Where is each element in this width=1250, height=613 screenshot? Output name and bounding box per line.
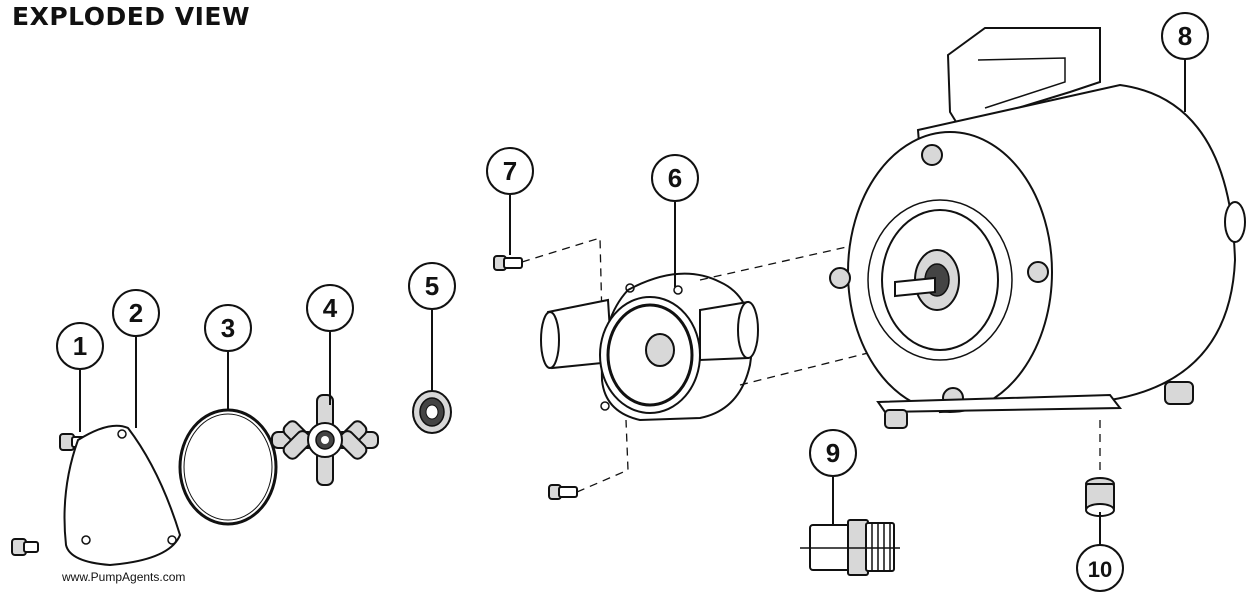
- part-3-o-ring: [178, 408, 278, 526]
- callout-3: 3: [204, 304, 252, 352]
- callout-8: 8: [1161, 12, 1209, 60]
- part-6-pump-housing: [540, 272, 759, 422]
- svg-text:3: 3: [221, 313, 235, 343]
- callout-7: 7: [486, 147, 534, 195]
- part-9-fitting: [800, 519, 900, 576]
- part-10-rubber-foot: [1085, 477, 1115, 517]
- callout-5: 5: [408, 262, 456, 310]
- part-7-screws: [493, 237, 629, 500]
- part-4-impeller: [271, 394, 379, 486]
- svg-text:6: 6: [668, 163, 682, 193]
- svg-text:7: 7: [503, 156, 517, 186]
- page-title: EXPLODED VIEW: [12, 2, 251, 31]
- callout-6: 6: [651, 154, 699, 202]
- callout-leaders: [79, 60, 1186, 545]
- part-5-seal: [412, 390, 452, 434]
- part-8-motor: [829, 27, 1246, 429]
- callout-2: 2: [112, 289, 160, 337]
- callout-10: 10: [1076, 544, 1124, 592]
- svg-text:8: 8: [1178, 21, 1192, 51]
- svg-text:5: 5: [425, 271, 439, 301]
- svg-text:4: 4: [323, 293, 338, 323]
- svg-text:2: 2: [129, 298, 143, 328]
- svg-text:9: 9: [826, 438, 840, 468]
- part-2-cover-plate: [63, 424, 182, 567]
- svg-text:10: 10: [1088, 557, 1112, 582]
- callout-1: 1: [56, 322, 104, 370]
- svg-text:1: 1: [73, 331, 87, 361]
- callout-9: 9: [809, 429, 857, 477]
- callout-4: 4: [306, 284, 354, 332]
- watermark-url: www.PumpAgents.com: [62, 570, 186, 584]
